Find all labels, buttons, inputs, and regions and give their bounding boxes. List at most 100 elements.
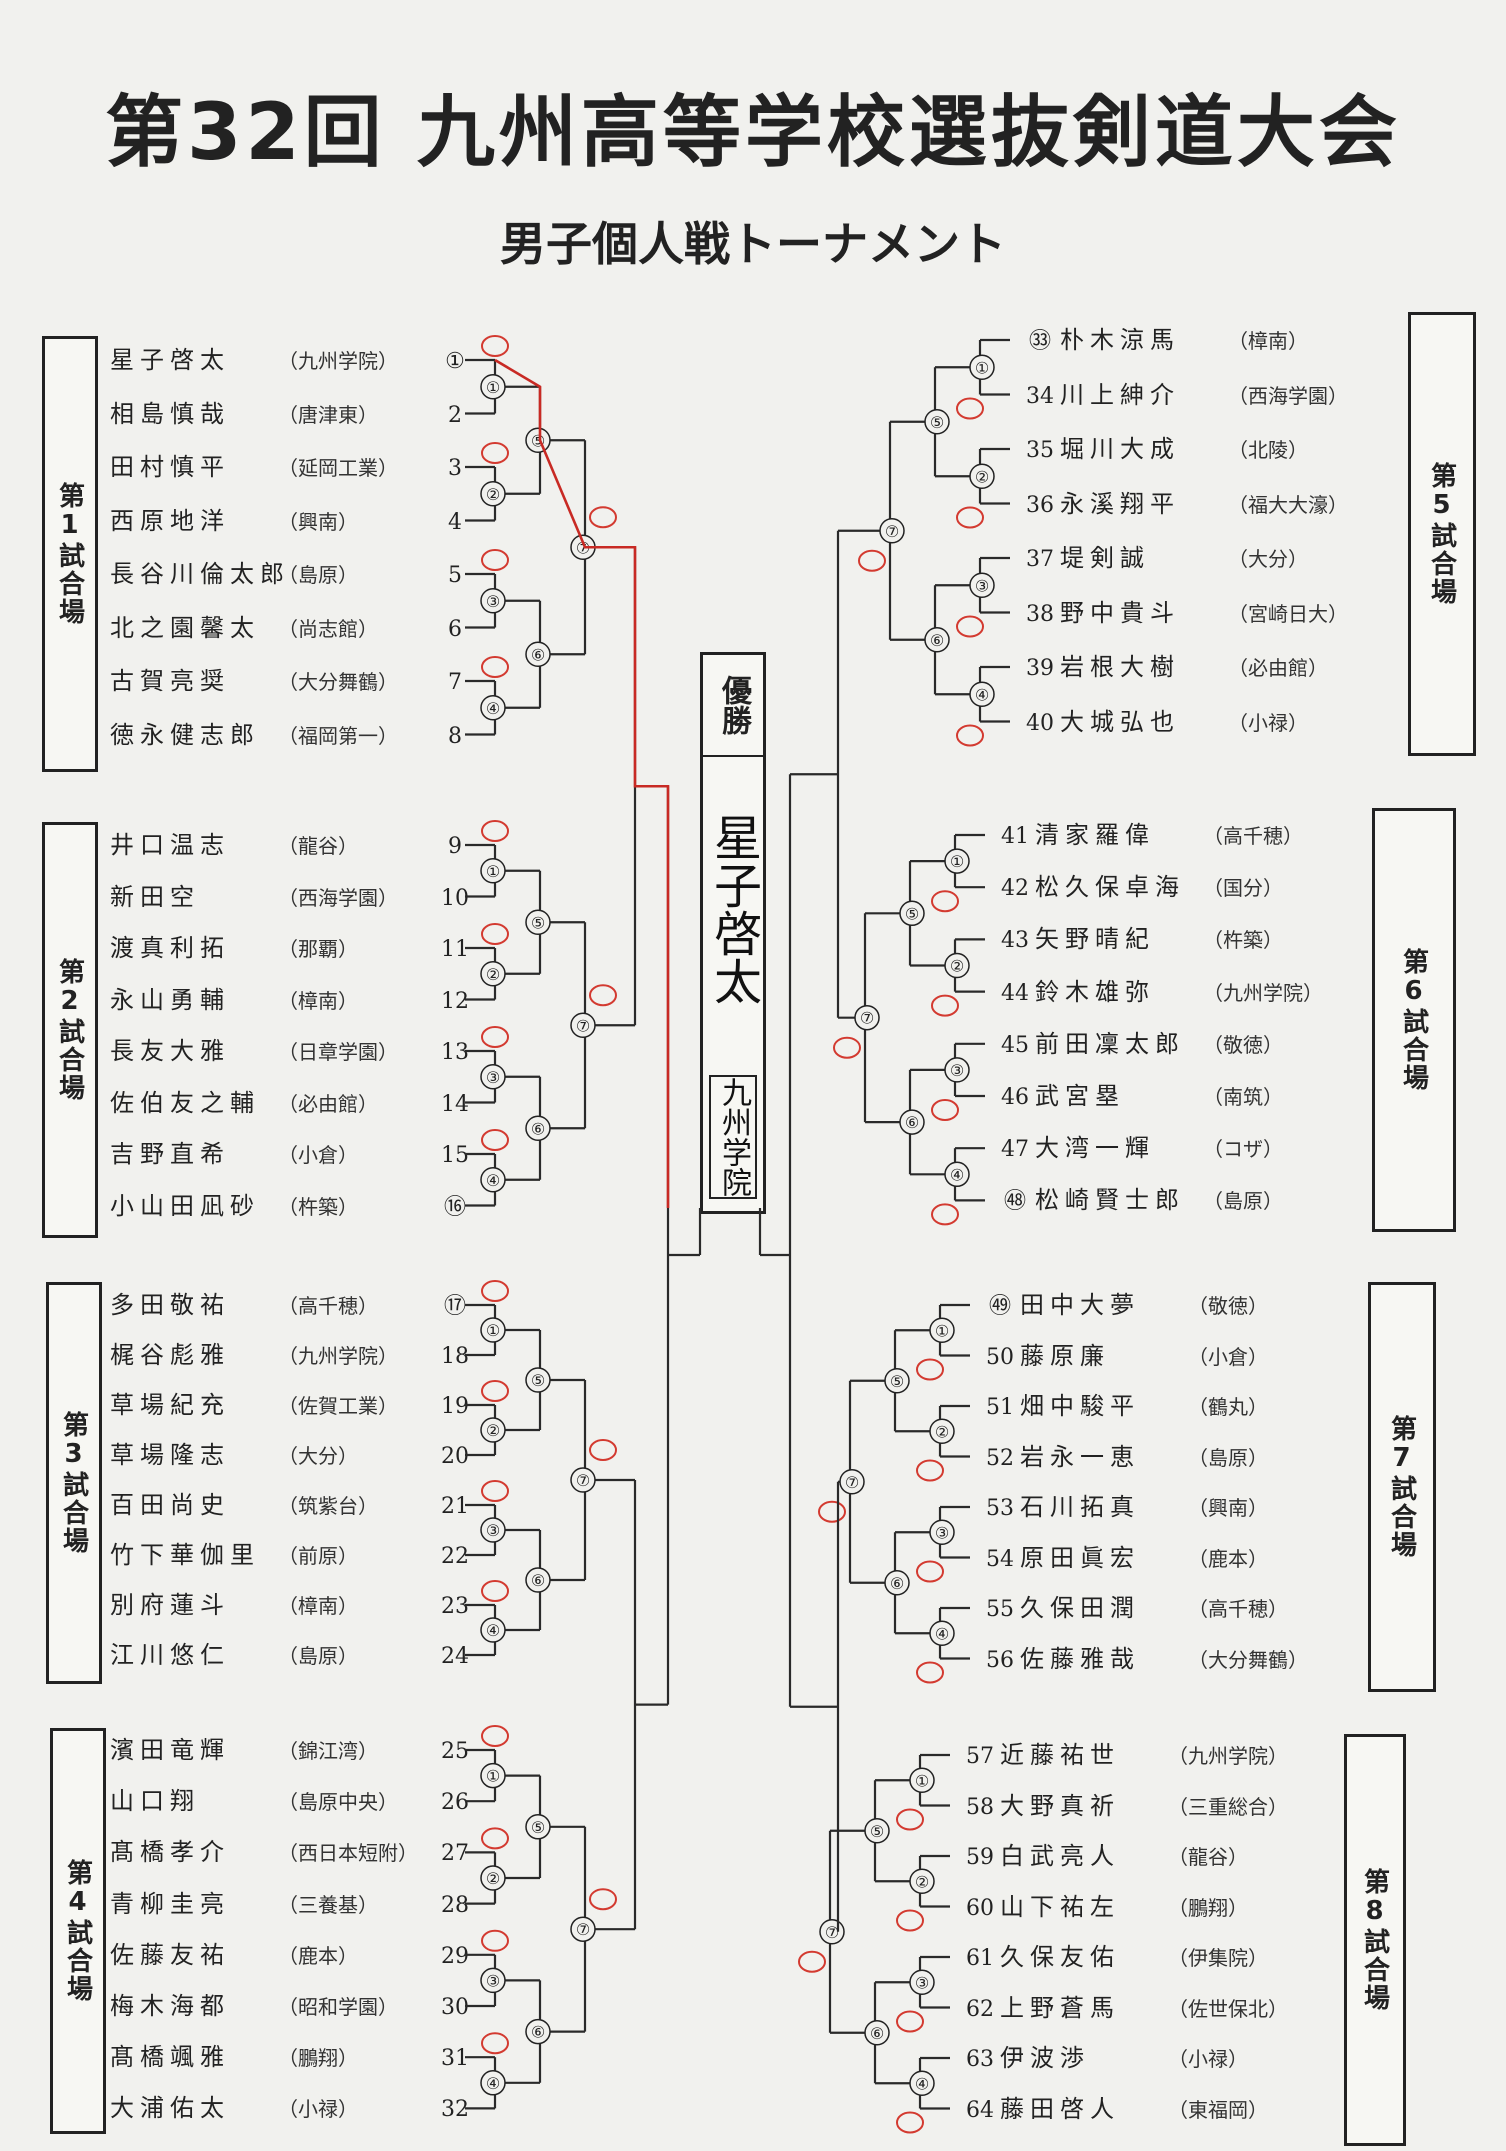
match-number: ⑤ xyxy=(531,1371,545,1390)
player-school: （唐津東） xyxy=(278,402,378,427)
judge-mark xyxy=(896,1808,924,1831)
match-number: ① xyxy=(975,358,989,377)
player-school: （島原） xyxy=(1203,1189,1283,1214)
champion-box: 優勝 星子啓太 九州学院 xyxy=(700,652,766,1214)
player-row: 北之園馨太（尚志館）6 xyxy=(110,610,474,646)
player-name: 前田凜太郎 xyxy=(1035,1029,1185,1058)
player-name: 野中貴斗 xyxy=(1060,598,1180,627)
player-school: （南筑） xyxy=(1203,1085,1283,1109)
player-number: 12 xyxy=(441,988,469,1014)
player-number: 39 xyxy=(1026,656,1054,681)
player-name: 髙橋孝介 xyxy=(110,1838,230,1867)
player-number: 56 xyxy=(986,1647,1014,1673)
match-number-mark xyxy=(944,1057,970,1083)
match-number-mark xyxy=(839,1469,865,1495)
player-name: 石川拓真 xyxy=(1020,1493,1140,1521)
match-number: ⑤ xyxy=(890,1372,904,1391)
judge-mark xyxy=(481,656,509,678)
match-number: ⑤ xyxy=(930,413,944,432)
player-name: 江川悠仁 xyxy=(110,1641,230,1669)
player-row: 草場隆志（大分）20 xyxy=(110,1437,474,1473)
player-name: 竹下華伽里 xyxy=(110,1541,260,1569)
player-school: （大分） xyxy=(278,1444,358,1468)
match-number: ⑤ xyxy=(531,1818,545,1837)
match-number: ④ xyxy=(486,1171,500,1190)
match-number-mark xyxy=(480,588,506,614)
player-number: 9 xyxy=(448,834,462,859)
match-number: ⑦ xyxy=(825,1923,839,1942)
player-school: （北陵） xyxy=(1228,438,1308,462)
player-row: 長谷川倫太郎（島原）5 xyxy=(110,556,474,592)
judge-mark xyxy=(896,1909,924,1932)
player-row: 古賀亮奨（大分舞鶴）7 xyxy=(110,663,474,699)
match-number-mark xyxy=(570,1012,596,1038)
player-name: 藤原廉 xyxy=(1020,1341,1110,1370)
player-number: 59 xyxy=(966,1845,994,1870)
judge-mark xyxy=(916,1358,944,1381)
player-name: 多田敬祐 xyxy=(110,1291,230,1319)
player-school: （九州学院） xyxy=(278,349,398,373)
player-name: 川上紳介 xyxy=(1060,380,1180,409)
match-number: ⑦ xyxy=(576,538,590,557)
player-school: （龍谷） xyxy=(278,834,358,858)
player-name: 堤剣誠 xyxy=(1060,544,1150,572)
player-name: 矢野晴紀 xyxy=(1035,925,1155,954)
player-row: 佐藤友祐（鹿本）29 xyxy=(110,1937,474,1973)
player-name: 吉野直希 xyxy=(110,1140,230,1168)
match-number: ① xyxy=(486,862,500,881)
match-number: ② xyxy=(486,965,500,984)
player-number: 19 xyxy=(441,1394,469,1419)
player-school: （福大大濠） xyxy=(1228,492,1348,517)
player-name: 佐藤友祐 xyxy=(110,1940,230,1969)
player-number: 8 xyxy=(448,723,462,749)
player-name: 佐伯友之輔 xyxy=(110,1088,260,1117)
judge-mark xyxy=(481,1580,509,1602)
player-name: 長友大雅 xyxy=(110,1037,230,1065)
player-school: （島原中央） xyxy=(278,1790,398,1815)
player-number: 2 xyxy=(448,402,462,428)
match-number: ⑥ xyxy=(531,1119,545,1138)
match-number-mark xyxy=(909,2070,935,2096)
match-number: ⑦ xyxy=(860,1009,874,1028)
player-school: （那覇） xyxy=(278,937,358,961)
player-row: 大浦佑太（小禄）32 xyxy=(110,2090,474,2126)
player-name: 草場紀充 xyxy=(110,1391,230,1419)
player-number: 63 xyxy=(966,2047,994,2072)
match-number: ⑦ xyxy=(576,1471,590,1490)
match-number: ① xyxy=(486,378,500,397)
player-school: （杵築） xyxy=(278,1194,358,1219)
match-number-mark xyxy=(909,1767,935,1793)
match-number: ① xyxy=(486,1767,500,1786)
match-number-mark xyxy=(884,1570,910,1596)
player-school: （三重総合） xyxy=(1168,1794,1288,1819)
player-name: 北之園馨太 xyxy=(110,613,260,642)
player-name: 大城弘也 xyxy=(1060,707,1180,736)
player-name: 渡真利拓 xyxy=(110,934,230,962)
player-name: 田村慎平 xyxy=(110,453,230,481)
judge-mark xyxy=(589,984,617,1007)
player-number: 22 xyxy=(441,1544,469,1569)
player-number: 32 xyxy=(441,2097,469,2123)
match-number-mark xyxy=(909,1969,935,1995)
match-number-mark xyxy=(944,1161,970,1188)
player-row: 相島慎哉（唐津東）2 xyxy=(110,396,474,432)
player-number: 20 xyxy=(441,1444,469,1469)
player-row: 新田空（西海学園）10 xyxy=(110,879,474,915)
player-school: （小禄） xyxy=(1168,2047,1248,2071)
player-name: 松久保卓海 xyxy=(1035,873,1185,902)
player-name: 徳永健志郎 xyxy=(110,720,260,749)
player-number: 54 xyxy=(986,1546,1014,1572)
player-school: （鵬翔） xyxy=(278,2046,358,2071)
player-school: （樟南） xyxy=(278,988,358,1013)
judge-mark xyxy=(798,1950,826,1973)
player-name: 原田眞宏 xyxy=(1020,1543,1140,1572)
judge-mark xyxy=(818,1500,846,1523)
match-number: ⑤ xyxy=(870,1822,884,1841)
match-number-mark xyxy=(899,1109,925,1135)
